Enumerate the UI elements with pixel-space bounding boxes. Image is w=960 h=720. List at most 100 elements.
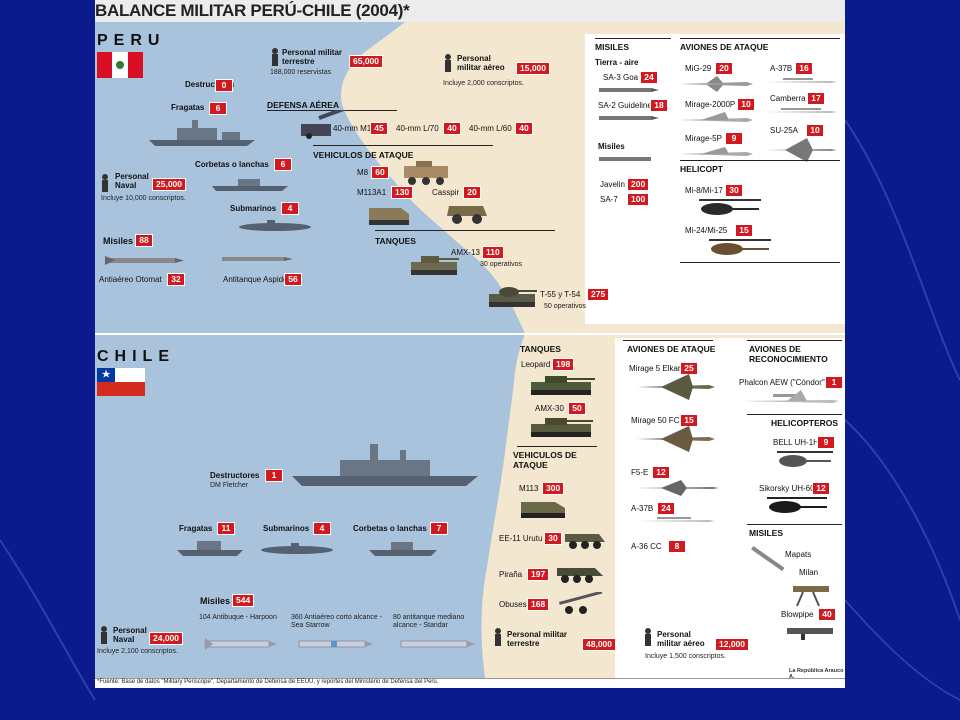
chile-vehiculo-value: 300 [542, 482, 565, 495]
destroyer-icon [292, 444, 478, 486]
chile-naval-note: Incluye 2,100 conscriptos. [97, 648, 178, 655]
peru-misil-value: 18 [650, 99, 668, 112]
peru-avion-value: 20 [715, 62, 733, 75]
peru-aereo-note: Incluye 2,000 conscriptos. [443, 80, 524, 87]
chile-vehiculo-label: Obuses [499, 600, 527, 609]
peru-tanque-value: 110 [482, 246, 504, 259]
peru-defensa-item-value: 40 [515, 122, 533, 135]
chile-helicoptero-label: BELL UH-1H [773, 438, 819, 447]
antiaircraft-gun-icon [301, 110, 346, 139]
peru-misil-label: SA-2 Guideline [598, 101, 652, 110]
section-rule [267, 110, 397, 111]
peru-avion-label: Camberra [770, 94, 806, 103]
chile-vehiculo-value: 197 [527, 568, 550, 581]
mirage5-jet-icon [637, 374, 715, 400]
peru-misil-value: 200 [627, 178, 650, 191]
peru-tanque-label: T-55 y T-54 [540, 290, 581, 299]
peru-avion-value: 16 [795, 62, 813, 75]
peru-personal-aereo-value: 15,000 [516, 62, 550, 75]
chile-misil-value: 40 [818, 608, 836, 621]
section-rule [375, 230, 555, 231]
peru-vehiculo-label: Casspir [432, 188, 460, 197]
peru-helicoptero-label: Mi-8/Mi-17 [685, 186, 723, 195]
peru-defensa-item-label: 40-mm L/60 [469, 124, 512, 133]
peru-vehiculo-label: M113A1 [357, 188, 387, 197]
peru-aviones-title: AVIONES DE ATAQUE [680, 42, 769, 52]
peru-corbetas-label: Corbetas o lanchas [195, 160, 269, 169]
otomat-missile-icon [105, 256, 184, 265]
peru-naval-note: Incluye 10,000 conscriptos. [101, 195, 186, 202]
peru-defensa-item-label: 40-mm M1 [333, 124, 372, 133]
peru-aspide-value: 56 [284, 273, 302, 286]
peru-defensa-aerea-title: DEFENSA AÉREA [267, 100, 340, 110]
section-rule [680, 160, 840, 161]
uh60-helicopter-icon [767, 497, 827, 513]
peru-personal-aereo-label: Personal militar aéreo [457, 54, 505, 72]
amx30-tank-icon [531, 418, 593, 437]
peru-avion-value: 10 [806, 124, 824, 137]
phalcon-aew-plane-icon [741, 390, 839, 403]
peru-helicopt-title: HELICOPT [680, 164, 723, 174]
chile-harpoon-label: 104 Antibuque - Harpoon [199, 614, 277, 621]
chile-aviones-title: AVIONES DE ATAQUE [627, 344, 716, 354]
country-name-peru: PERU [97, 32, 166, 49]
peru-submarinos-value: 4 [281, 202, 299, 215]
flag-peru [97, 52, 143, 78]
submarine-icon [261, 543, 333, 554]
section-rule [747, 340, 842, 341]
credit-text: La República Arauco A. [789, 668, 844, 680]
chile-submarinos-value: 4 [313, 522, 331, 535]
country-name-chile: CHILE [97, 348, 175, 365]
section-rule [747, 414, 842, 415]
peru-otomat-value: 32 [167, 273, 185, 286]
chile-avion-value: 24 [657, 502, 675, 515]
peru-helicoptero-value: 30 [725, 184, 743, 197]
peru-reservistas-note: 188,000 reservistas [270, 69, 332, 76]
chile-vehiculos-title: VEHICULOS DE ATAQUE [513, 450, 577, 470]
blowpipe-launcher-icon [787, 628, 833, 640]
mirage5-jet-icon [679, 147, 753, 156]
peru-personal-terrestre-label: Personal militar terrestre [282, 48, 343, 66]
peru-misiles-sub2: Misiles [598, 142, 625, 151]
chile-vehiculo-value: 30 [544, 532, 562, 545]
sa2-missile-icon [599, 116, 659, 120]
peru-fragatas-label: Fragatas [171, 103, 205, 112]
chile-personal-naval-label: Personal Naval [113, 626, 147, 644]
peru-avion-label: Mirage-5P [685, 134, 722, 143]
soldier-icon [495, 628, 501, 646]
peru-avion-label: SU-25A [770, 126, 799, 135]
aspide-missile-icon [222, 257, 293, 261]
corvette-icon [369, 542, 437, 556]
chile-submarinos-label: Submarinos [263, 524, 310, 533]
sa3-missile-icon [599, 88, 659, 92]
peru-tanques-title: TANQUES [375, 236, 416, 246]
peru-personal-naval-label: Personal Naval [115, 172, 149, 190]
chile-corbetas-value: 7 [430, 522, 448, 535]
milan-launcher-icon [793, 586, 829, 607]
starrow-missile-icon [298, 640, 373, 648]
peru-corbetas-value: 6 [274, 158, 292, 171]
flag-chile [97, 368, 145, 396]
chile-helicoptero-label: Sikorsky UH-60 [759, 484, 815, 493]
chile-avion-label: Mirage 5 Elkan [629, 364, 683, 373]
soldier-icon [645, 628, 651, 646]
peru-destructores-value: 0 [215, 79, 233, 92]
peru-misiles-panel-title: MISILES [595, 42, 630, 52]
chile-avion-label: A-37B [631, 504, 654, 513]
peru-personal-terrestre-value: 65,000 [349, 55, 383, 68]
section-rule [747, 524, 842, 525]
peru-misiles-value: 88 [135, 234, 153, 247]
su25-jet-icon [765, 138, 837, 162]
peru-helicoptero-label: Mi-24/Mi-25 [685, 226, 728, 235]
casspir-vehicle-icon [447, 206, 487, 224]
section-rule [680, 38, 840, 39]
chile-fragatas-label: Fragatas [179, 524, 213, 533]
mi24-helicopter-icon [709, 239, 771, 255]
soldier-icon [272, 48, 278, 66]
peru-helicoptero-value: 15 [735, 224, 753, 237]
section-rule [517, 446, 597, 447]
chile-avion-value: 12 [652, 466, 670, 479]
m8-armored-car-icon [404, 161, 448, 185]
chile-fragatas-value: 11 [217, 522, 235, 535]
chile-tanque-value: 198 [552, 358, 575, 371]
